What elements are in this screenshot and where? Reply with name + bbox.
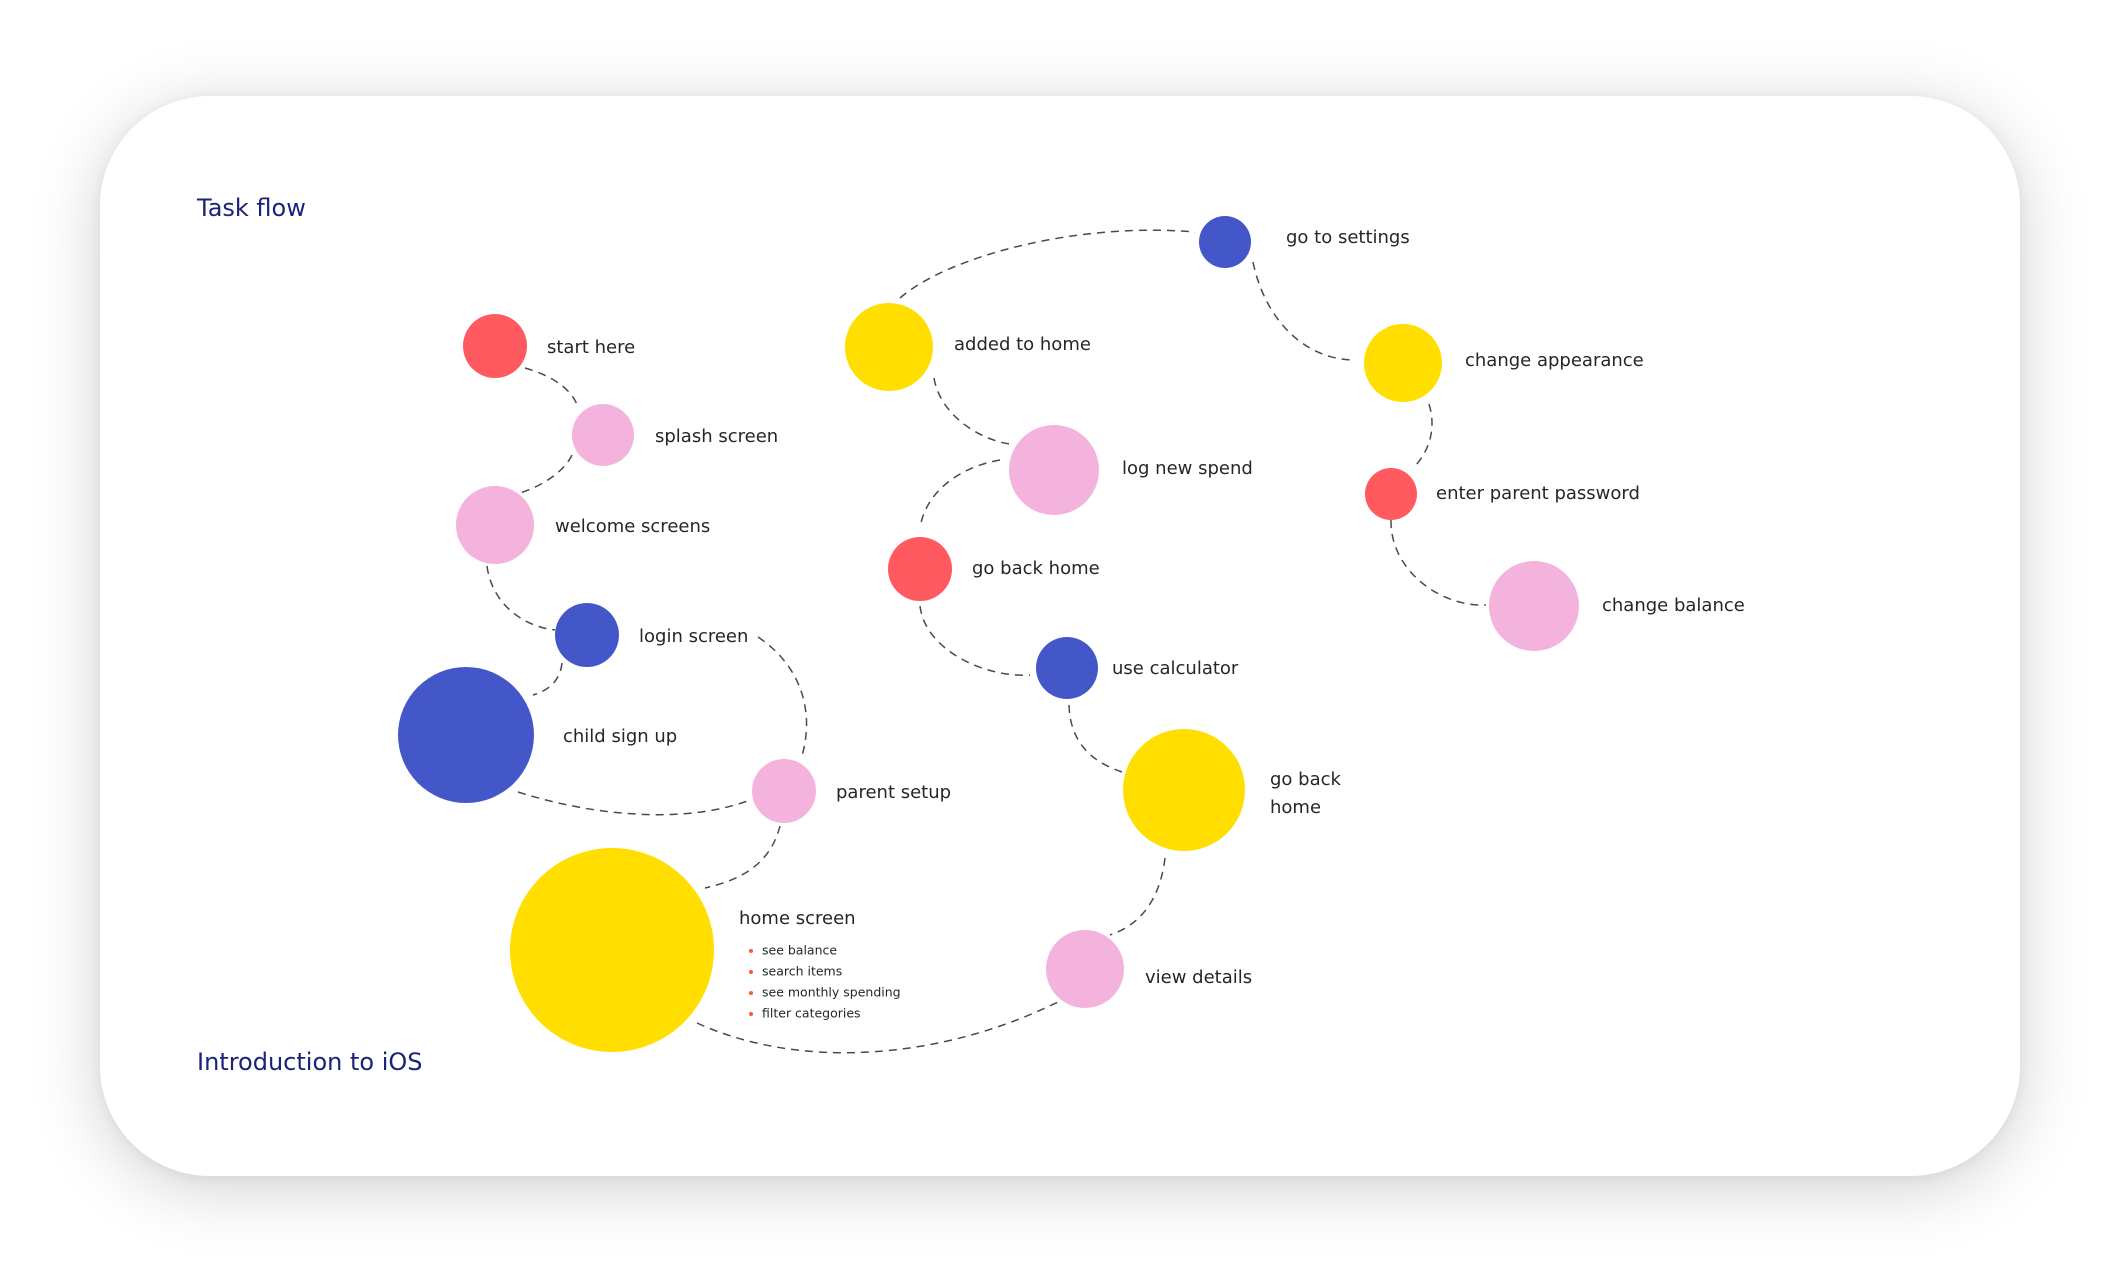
node-log-spend-label: log new spend [1122, 458, 1253, 479]
node-login-circle [555, 603, 619, 667]
edge-childsignup-parentsetup [517, 791, 751, 816]
edge-parentpw-balance [1390, 519, 1487, 606]
edge-backhome1-calculator [919, 605, 1031, 676]
node-settings-label: go to settings [1286, 227, 1410, 248]
node-log-spend-circle [1009, 425, 1099, 515]
node-parent-pw-label: enter parent password [1436, 483, 1640, 504]
home-bullet-dot [749, 1012, 753, 1016]
node-back-home-1-label: go back home [972, 558, 1100, 579]
edge-settings-appearance [1252, 261, 1356, 361]
edge-login-childsignup [532, 662, 563, 696]
node-view-details-label: view details [1145, 967, 1252, 988]
edge-parentsetup-home [704, 825, 781, 889]
edge-backhome2-viewdetails [1109, 857, 1166, 936]
home-bullet-dot [749, 949, 753, 953]
diagram-title: Task flow [197, 194, 306, 222]
node-home-circle [510, 848, 714, 1052]
home-bullet-item: see balance [762, 943, 837, 958]
node-back-home-1-circle [888, 537, 952, 601]
edge-welcome-login [486, 565, 556, 631]
edge-addedhome-logspend [933, 377, 1011, 445]
edge-start-splash [524, 367, 579, 409]
node-parent-pw-circle [1365, 468, 1417, 520]
home-bullet-item: see monthly spending [762, 985, 901, 1000]
node-appearance-label: change appearance [1465, 350, 1644, 371]
diagram-subtitle: Introduction to iOS [197, 1048, 423, 1076]
edge-addedhome-settings [899, 229, 1196, 299]
node-start-circle [463, 314, 527, 378]
node-parent-setup-label: parent setup [836, 782, 951, 803]
edge-calculator-backhome2 [1068, 704, 1123, 773]
home-bullet-item: search items [762, 964, 842, 979]
node-balance-circle [1489, 561, 1579, 651]
node-back-home-2-circle [1123, 729, 1245, 851]
node-start-label: start here [547, 337, 635, 358]
node-parent-setup-circle [752, 759, 816, 823]
edge-appearance-parentpw [1414, 403, 1433, 467]
edge-splash-welcome [519, 454, 573, 494]
node-settings-circle [1199, 216, 1251, 268]
edge-login-parentsetup [757, 636, 808, 757]
node-added-home-circle [845, 303, 933, 391]
node-splash-label: splash screen [655, 426, 778, 447]
node-view-details-circle [1046, 930, 1124, 1008]
node-welcome-circle [456, 486, 534, 564]
node-added-home-label: added to home [954, 334, 1091, 355]
node-login-label: login screen [639, 626, 748, 647]
node-balance-label: change balance [1602, 595, 1745, 616]
node-calculator-circle [1036, 637, 1098, 699]
node-child-signup-label: child sign up [563, 726, 677, 747]
home-bullet-dot [749, 970, 753, 974]
node-child-signup-circle [398, 667, 534, 803]
node-welcome-label: welcome screens [555, 516, 710, 537]
home-bullet-dot [749, 991, 753, 995]
node-calculator-label: use calculator [1112, 658, 1239, 679]
edge-home-viewdetails [696, 1001, 1059, 1054]
home-bullet-item: filter categories [762, 1006, 861, 1021]
edge-logspend-backhome1 [919, 459, 1001, 529]
node-splash-circle [572, 404, 634, 466]
node-home-label: home screen [739, 908, 856, 929]
node-appearance-circle [1364, 324, 1442, 402]
